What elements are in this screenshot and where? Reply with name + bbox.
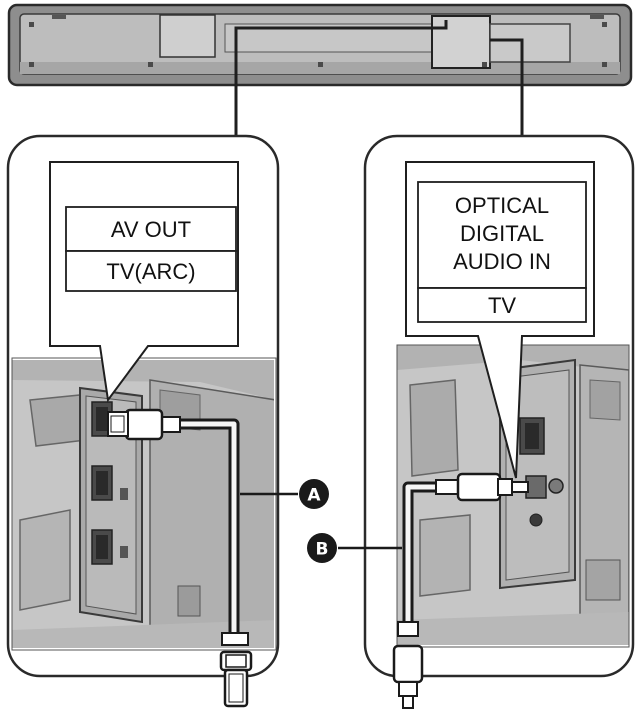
hdmi-cable	[107, 408, 249, 646]
tv-arc-label: TV(ARC)	[106, 259, 195, 284]
left-panel: AV OUT TV(ARC) A	[6, 134, 329, 708]
hdmi-plug-bottom	[219, 650, 253, 708]
svg-text:A: A	[307, 486, 321, 506]
optical-label-line3: AUDIO IN	[453, 249, 551, 274]
av-out-label: AV OUT	[111, 217, 191, 242]
optical-plug-bottom	[392, 644, 424, 709]
optical-cable	[397, 472, 529, 637]
tv-label-right: TV	[488, 293, 516, 318]
optical-label-line2: DIGITAL	[460, 221, 544, 246]
callout-a: A	[299, 479, 329, 509]
left-tv-port-panel	[12, 360, 274, 648]
soundbar-rear	[7, 3, 633, 87]
leader-lines	[234, 20, 524, 140]
right-panel: OPTICAL DIGITAL AUDIO IN TV B	[307, 134, 635, 709]
svg-text:B: B	[316, 540, 329, 560]
optical-label-line1: OPTICAL	[455, 193, 549, 218]
soundbar-port-area	[431, 15, 491, 69]
callout-b: B	[307, 533, 337, 563]
